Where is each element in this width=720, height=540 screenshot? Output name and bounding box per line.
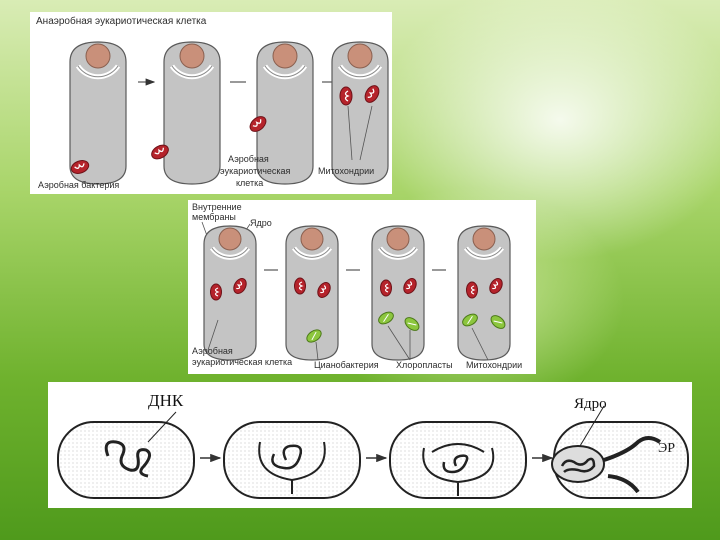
chloroplasts-label: Хлоропласты <box>396 360 453 370</box>
membrane-fold-3 <box>422 447 495 496</box>
mito-icon-1a <box>209 283 223 301</box>
mito-icon-2a <box>293 277 307 295</box>
prokaryote-cell-3 <box>389 421 527 499</box>
dna-strand-2 <box>271 444 303 470</box>
mitochondria-pointer-lines <box>347 105 373 161</box>
mitochondrion-icon-a <box>339 86 353 106</box>
prokaryote-cell-2 <box>223 421 361 499</box>
dna-pointer <box>147 411 177 443</box>
dna-label: ДНК <box>148 391 184 410</box>
membrane-envelope-3 <box>431 443 485 453</box>
panel-3-svg: ДНК Ядро ЭР <box>57 391 689 499</box>
aerobic-cell-label-b: эукариотическая клетка <box>192 357 292 367</box>
panel-1-title: Анаэробная эукариотическая клетка <box>36 15 207 27</box>
bottom-pointer-lines <box>207 319 489 361</box>
aerobic-bacterium-label: Аэробная бактерия <box>38 180 119 190</box>
dna-strand-3 <box>442 454 469 474</box>
aerobic-cell-label-a: Аэробная <box>192 346 233 356</box>
panel-nucleus-origin: ДНК Ядро ЭР <box>48 382 692 508</box>
inner-membranes-label-1: Внутренние <box>192 202 242 212</box>
panel-1-svg: Анаэробная эукариотическая клетка Аэробн… <box>36 15 392 190</box>
membrane-fold-2 <box>258 441 326 494</box>
mito-icon-4a <box>465 281 479 299</box>
aerobic-cell-label-3: клетка <box>236 178 263 188</box>
cell-stage-4 <box>458 226 510 360</box>
nucleus-label: Ядро <box>574 396 607 412</box>
panel-2-svg: Внутренние мембраны Ядро Аэробная эукари… <box>192 202 522 370</box>
mitochondria-label-2: Митохондрии <box>466 360 522 370</box>
er-membrane-lower <box>607 474 640 494</box>
er-membrane <box>603 436 662 462</box>
dna-strand-4 <box>560 457 596 473</box>
cell-with-mitochondria <box>332 42 388 184</box>
mitochondria-label: Митохондрии <box>318 166 374 176</box>
aerobic-cell-label-2: эукариотическая <box>220 166 291 176</box>
dna-strand-1 <box>104 440 151 478</box>
mito-icon-3a <box>379 279 393 297</box>
nucleus-label-top: Ядро <box>250 218 272 228</box>
aerobic-cell-label-1: Аэробная <box>228 154 269 164</box>
engulfing-cell <box>164 42 220 184</box>
panel-chloroplast-origin: Внутренние мембраны Ядро Аэробная эукари… <box>188 200 536 374</box>
prokaryote-cell-1 <box>57 421 195 499</box>
inner-membranes-label-2: мембраны <box>192 212 236 222</box>
nucleus-pointer <box>579 405 605 447</box>
cell-stage-3 <box>372 226 424 360</box>
cyanobacterium-label: Цианобактерия <box>314 360 379 370</box>
panel-mitochondria-origin: Анаэробная эукариотическая клетка Аэробн… <box>30 12 392 194</box>
